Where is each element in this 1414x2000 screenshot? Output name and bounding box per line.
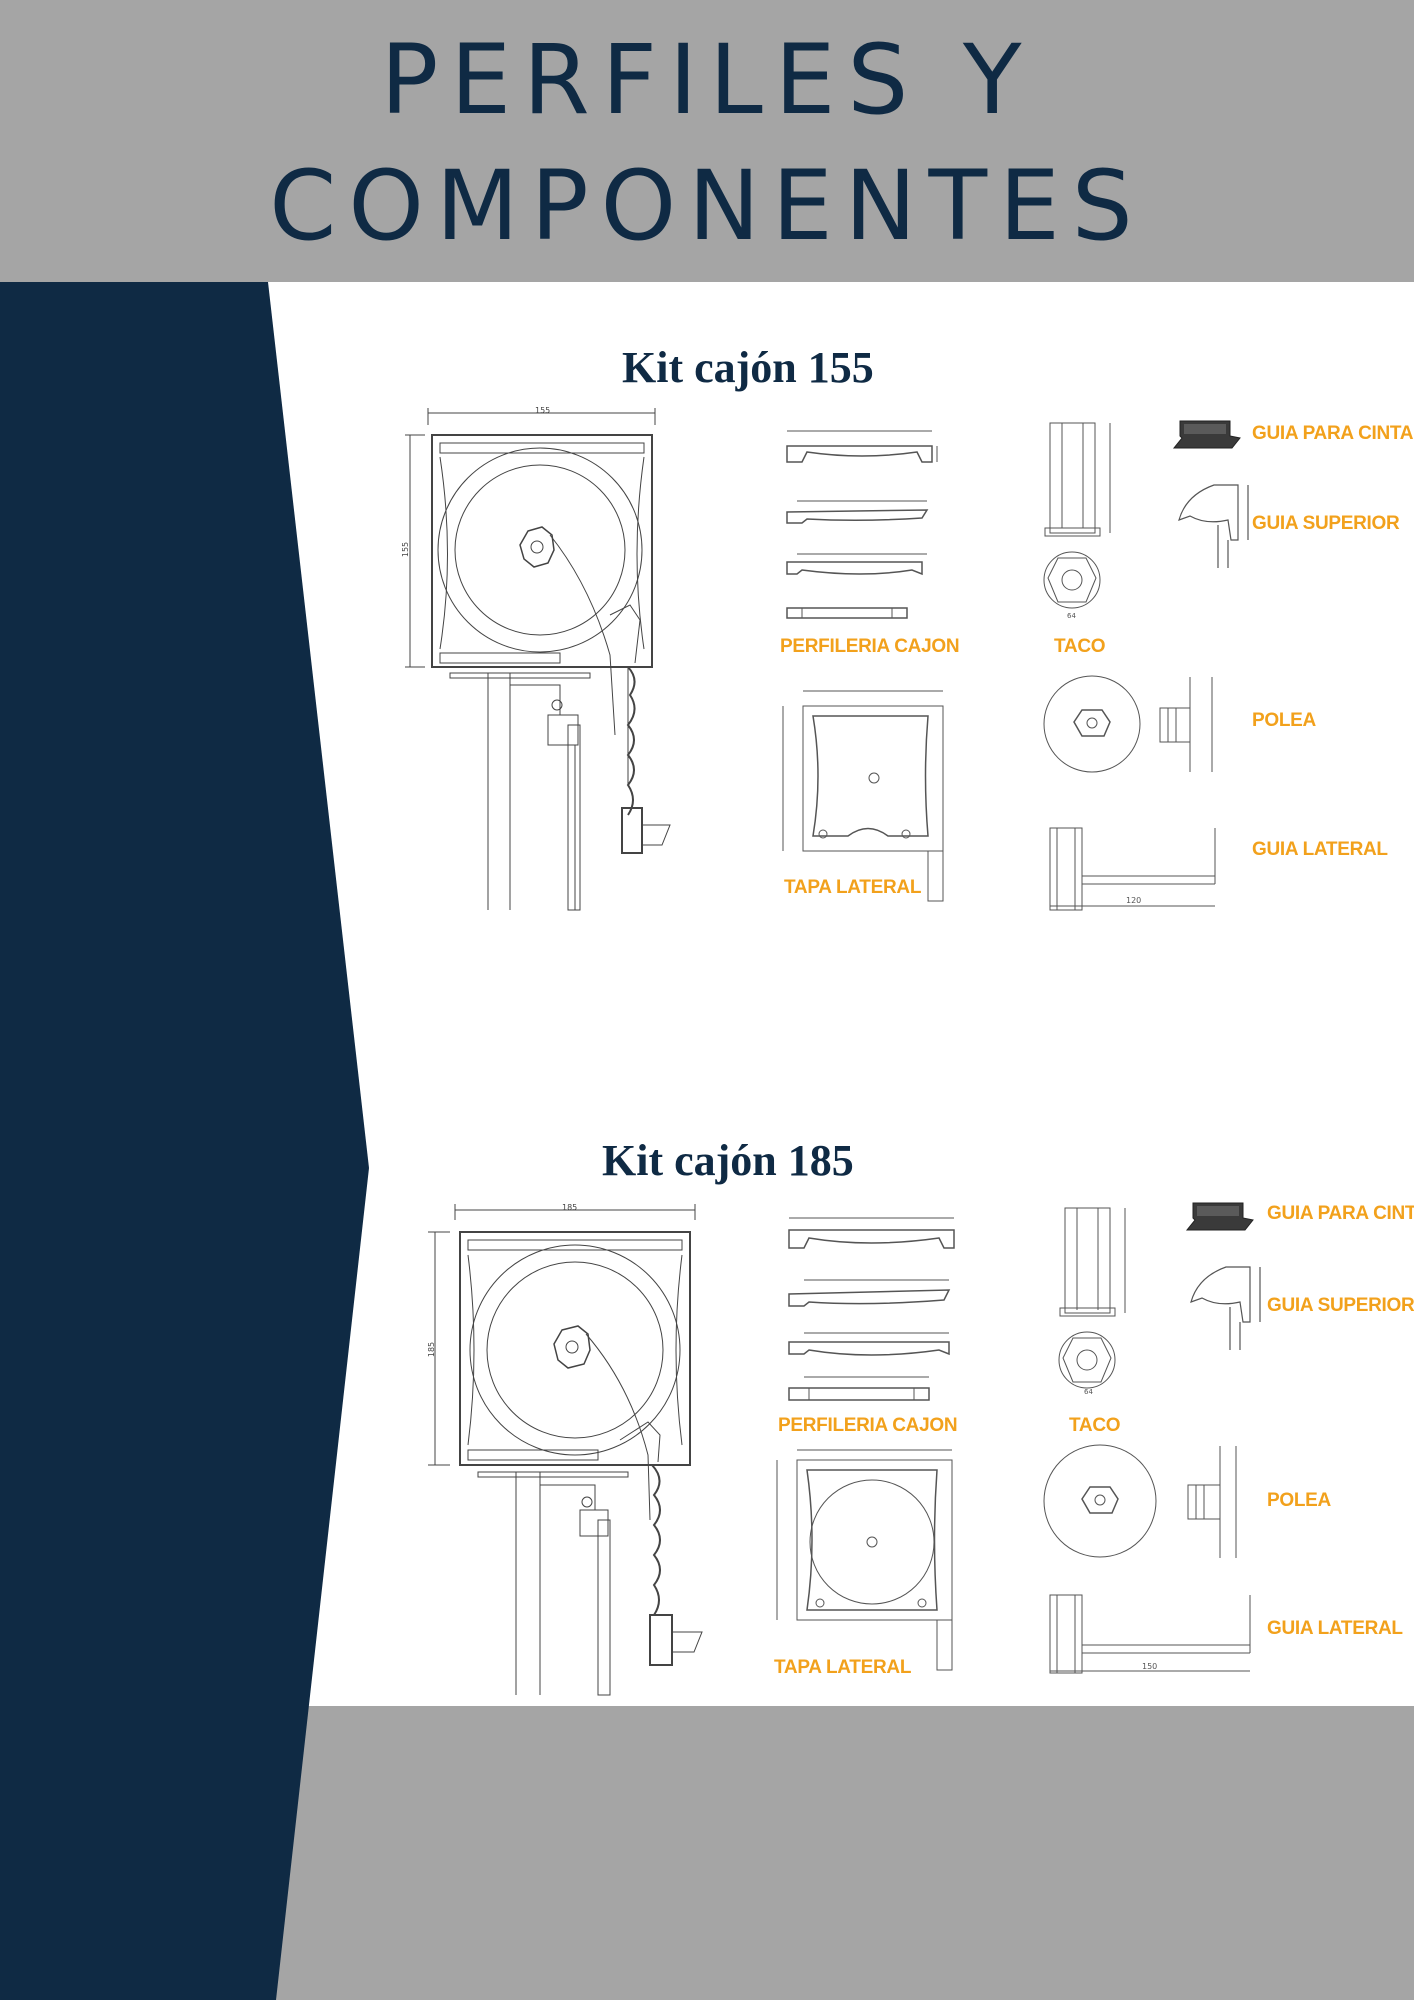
navy-side-panel bbox=[0, 282, 369, 2000]
kit-185-polea-drawing bbox=[1040, 1443, 1240, 1563]
kit-155-tapa-lateral-drawing bbox=[778, 686, 958, 906]
kit-185-tapa-lateral-drawing bbox=[772, 1445, 962, 1675]
kit-155-label-taco: TACO bbox=[1054, 636, 1106, 657]
kit-155-guia-cinta-drawing bbox=[1172, 418, 1242, 452]
kit-155-polea-drawing bbox=[1040, 672, 1220, 782]
kit-185-guia-superior-drawing bbox=[1188, 1262, 1268, 1357]
kit-185-label-guia-lateral: GUIA LATERAL bbox=[1267, 1618, 1403, 1639]
kit-185-taco-drawing bbox=[1055, 1205, 1135, 1405]
kit-155-box-width-dim: 155 bbox=[535, 406, 551, 415]
kit-185-taco-dim: 64 bbox=[1084, 1388, 1093, 1396]
kit-155-label-guia-superior: GUIA SUPERIOR bbox=[1252, 513, 1400, 534]
kit-185-label-taco: TACO bbox=[1069, 1415, 1121, 1436]
page-title-line-2: COMPONENTES bbox=[269, 150, 1145, 262]
kit-185-label-guia-cinta: GUIA PARA CINTA bbox=[1267, 1203, 1414, 1224]
kit-155-label-polea: POLEA bbox=[1252, 710, 1316, 731]
kit-155-taco-dim: 64 bbox=[1067, 612, 1076, 620]
kit-155-box-height-dim: 155 bbox=[401, 541, 411, 558]
kit-155-box-section-drawing bbox=[400, 405, 680, 915]
kit-185-guia-lateral-drawing bbox=[1045, 1593, 1255, 1678]
kit-185-label-polea: POLEA bbox=[1267, 1490, 1331, 1511]
kit-155-label-tapa-lateral: TAPA LATERAL bbox=[784, 877, 922, 898]
kit-155-guia-lateral-drawing bbox=[1045, 826, 1225, 916]
kit-185-perfileria-drawing bbox=[774, 1210, 964, 1410]
kit-155-label-guia-cinta: GUIA PARA CINTA bbox=[1252, 423, 1414, 444]
kit-155-label-perfileria: PERFILERIA CAJON bbox=[780, 636, 960, 657]
kit-155-guia-lateral-dim: 120 bbox=[1126, 896, 1142, 905]
kit-155-guia-superior-drawing bbox=[1176, 480, 1256, 575]
kit-185-box-width-dim: 185 bbox=[562, 1203, 578, 1212]
kit-185-guia-cinta-drawing bbox=[1185, 1200, 1255, 1234]
kit-185-label-perfileria: PERFILERIA CAJON bbox=[778, 1415, 958, 1436]
kit-185-title: Kit cajón 185 bbox=[602, 1136, 854, 1185]
kit-185-label-guia-superior: GUIA SUPERIOR bbox=[1267, 1295, 1414, 1316]
kit-185-guia-lateral-dim: 150 bbox=[1142, 1662, 1158, 1671]
page-title-line-1: PERFILES Y bbox=[380, 24, 1034, 136]
kit-185-box-height-dim: 185 bbox=[427, 1341, 437, 1358]
kit-155-label-guia-lateral: GUIA LATERAL bbox=[1252, 839, 1388, 860]
kit-155-perfileria-drawing bbox=[782, 426, 952, 626]
kit-185-box-section-drawing bbox=[420, 1200, 710, 1700]
kit-185-label-tapa-lateral: TAPA LATERAL bbox=[774, 1657, 912, 1678]
header-band bbox=[0, 0, 1414, 282]
kit-155-title: Kit cajón 155 bbox=[622, 343, 874, 392]
kit-155-taco-drawing bbox=[1040, 418, 1120, 628]
